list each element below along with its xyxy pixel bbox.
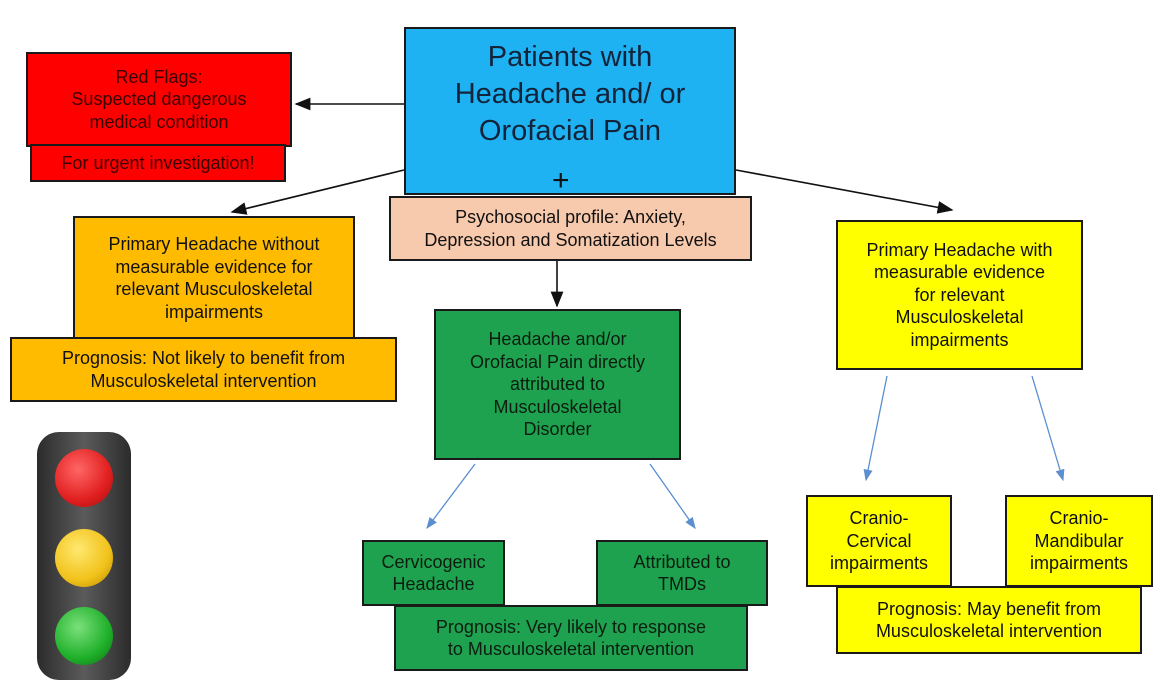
prognosis-may-benefit-text: Prognosis: May benefit from Musculoskele… (875, 598, 1103, 642)
urgent-investigation-box: For urgent investigation! (30, 144, 286, 182)
attributed-tmds-text: Attributed to TMDs (633, 551, 731, 595)
primary-headache-with-evidence-text: Primary Headache with measurable evidenc… (866, 239, 1053, 350)
red-flags-box: Red Flags: Suspected dangerous medical c… (26, 52, 292, 147)
primary-headache-without-evidence-text: Primary Headache without measurable evid… (108, 234, 320, 322)
cranio-mandibular-text: Cranio- Mandibular impairments (1029, 508, 1129, 574)
cranio-mandibular-box: Cranio- Mandibular impairments (1005, 495, 1153, 587)
urgent-investigation-text: For urgent investigation! (61, 152, 255, 173)
traffic-light-amber-lamp (55, 529, 113, 587)
psychosocial-profile-text: Psychosocial profile: Anxiety, Depressio… (424, 207, 717, 250)
main-patients-box: Patients with Headache and/ or Orofacial… (404, 27, 736, 195)
musculoskeletal-disorder-box: Headache and/or Orofacial Pain directly … (434, 309, 681, 460)
prognosis-not-likely-box: Prognosis: Not likely to benefit from Mu… (10, 337, 397, 402)
prognosis-not-likely-text: Prognosis: Not likely to benefit from Mu… (61, 348, 346, 391)
cervicogenic-headache-text: Cervicogenic Headache (381, 551, 486, 595)
prognosis-very-likely-text: Prognosis: Very likely to response to Mu… (435, 616, 707, 660)
primary-headache-with-evidence-box: Primary Headache with measurable evidenc… (836, 220, 1083, 370)
dashed-arrow-cervicogenic (426, 463, 476, 530)
psychosocial-profile-box: Psychosocial profile: Anxiety, Depressio… (389, 196, 752, 261)
plus-sign: + (552, 164, 570, 197)
musculoskeletal-disorder-text: Headache and/or Orofacial Pain directly … (469, 329, 646, 440)
dashed-arrow-tmds (649, 463, 696, 530)
cranio-cervical-text: Cranio- Cervical impairments (829, 508, 929, 574)
prognosis-very-likely-box: Prognosis: Very likely to response to Mu… (394, 605, 748, 671)
traffic-light-red-lamp (55, 449, 113, 507)
red-flags-text: Red Flags: Suspected dangerous medical c… (71, 66, 247, 132)
arrow-to-right-branch (735, 169, 954, 214)
dashed-arrow-cranio-mandibular (1031, 375, 1065, 482)
dashed-arrow-cranio-cervical (863, 375, 888, 482)
cranio-cervical-box: Cranio- Cervical impairments (806, 495, 952, 587)
arrow-to-left-branch (230, 169, 405, 215)
primary-headache-without-evidence-box: Primary Headache without measurable evid… (73, 216, 355, 340)
traffic-light-green-lamp (55, 607, 113, 665)
prognosis-may-benefit-box: Prognosis: May benefit from Musculoskele… (836, 586, 1142, 654)
attributed-tmds-box: Attributed to TMDs (596, 540, 768, 606)
main-patients-text: Patients with Headache and/ or Orofacial… (454, 41, 686, 148)
cervicogenic-headache-box: Cervicogenic Headache (362, 540, 505, 606)
